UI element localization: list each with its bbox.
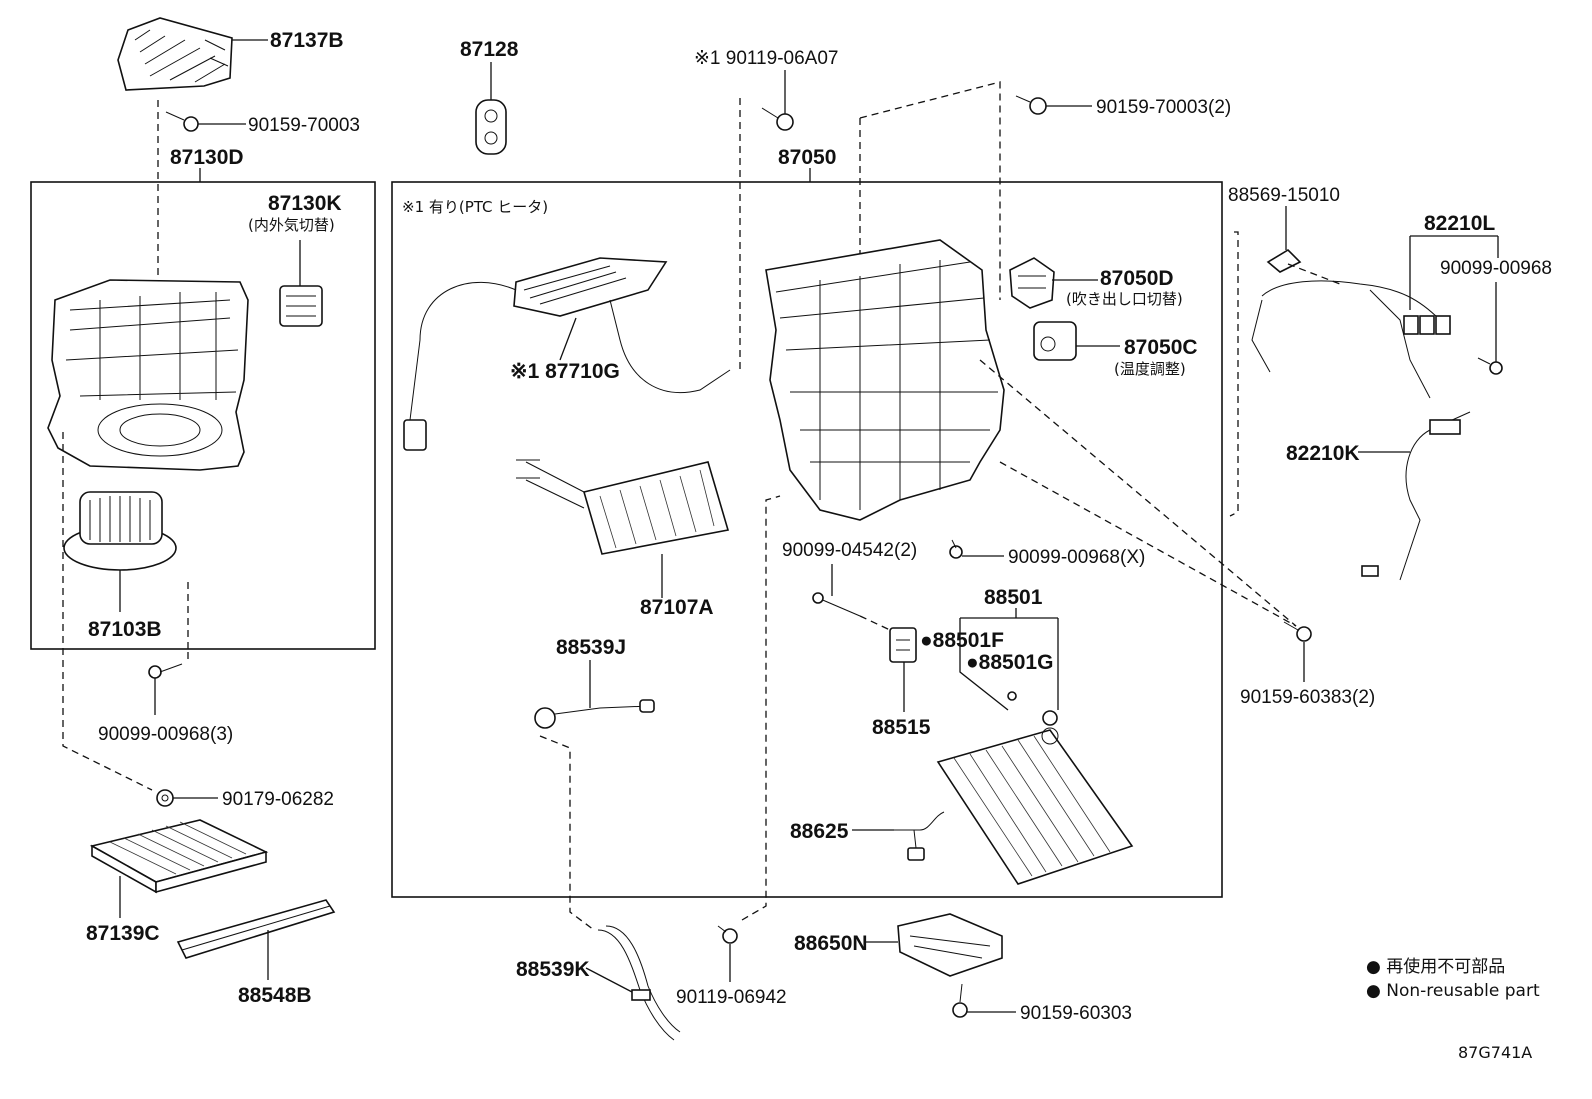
screw-90159-70003[interactable] bbox=[165, 111, 199, 132]
label-88650N: 88650N bbox=[794, 932, 868, 955]
label-87050C: 87050C bbox=[1124, 336, 1198, 359]
screw-90119-06A07[interactable] bbox=[761, 107, 794, 131]
part-87103B-blower-motor[interactable] bbox=[63, 491, 177, 571]
label-90099-00968: 90099-00968 bbox=[1440, 258, 1552, 279]
screw-90119-06942[interactable] bbox=[717, 925, 738, 944]
label-87107A: 87107A bbox=[640, 596, 714, 619]
label-87050D-sub: (吹き出し口切替) bbox=[1066, 290, 1183, 308]
part-88539J-tube[interactable] bbox=[534, 699, 655, 729]
part-87710G-ptc-heater[interactable] bbox=[403, 257, 731, 451]
label-88501: 88501 bbox=[984, 586, 1043, 609]
part-88501-evaporator[interactable] bbox=[936, 727, 1134, 885]
legend-non-reusable-en: ● Non-reusable part bbox=[1366, 981, 1540, 1001]
label-90119-06942: 90119-06942 bbox=[676, 987, 787, 1008]
label-90159-60303: 90159-60303 bbox=[1020, 1003, 1132, 1024]
label-90099-00968-3: 90099-00968(3) bbox=[98, 724, 233, 745]
screw-90099-00968[interactable] bbox=[1477, 357, 1503, 375]
part-87130K-damper[interactable] bbox=[279, 285, 323, 327]
screw-90159-60383[interactable] bbox=[1283, 621, 1312, 642]
label-87130K: 87130K bbox=[268, 192, 342, 215]
screw-90099-00968-X[interactable] bbox=[949, 539, 963, 559]
screw-90159-60303[interactable] bbox=[952, 983, 968, 1018]
heater-unit-frame bbox=[391, 181, 1223, 898]
part-88515-expansion-valve[interactable] bbox=[889, 627, 917, 663]
label-90159-60383-2: 90159-60383(2) bbox=[1240, 687, 1375, 708]
label-87137B: 87137B bbox=[270, 29, 344, 52]
blower-assembly-frame bbox=[30, 181, 376, 650]
label-90159-70003: 90159-70003 bbox=[248, 115, 360, 136]
label-87050: 87050 bbox=[778, 146, 836, 169]
oring-88501G[interactable] bbox=[1042, 710, 1058, 726]
part-87128-grommet[interactable] bbox=[475, 99, 507, 155]
label-90099-04542-2: 90099-04542(2) bbox=[782, 540, 917, 561]
bolt-90099-04542[interactable] bbox=[812, 592, 861, 617]
label-88515: 88515 bbox=[872, 716, 931, 739]
label-88539J: 88539J bbox=[556, 636, 626, 659]
part-87050-heater-unit[interactable] bbox=[765, 239, 1005, 521]
part-82210L-wire-harness[interactable] bbox=[1251, 280, 1451, 399]
part-82210K-wire-harness[interactable] bbox=[1361, 411, 1471, 581]
label-88548B: 88548B bbox=[238, 984, 312, 1007]
label-88569-15010: 88569-15010 bbox=[1228, 185, 1340, 206]
label-90159-70003-2: 90159-70003(2) bbox=[1096, 97, 1231, 118]
part-88569-15010-clip[interactable] bbox=[1266, 248, 1302, 273]
part-87107A-heater-core[interactable] bbox=[516, 459, 730, 555]
label-90119-06A07: ※1 90119-06A07 bbox=[694, 48, 838, 69]
figure-id: 87G741A bbox=[1458, 1043, 1532, 1062]
label-87130K-sub: (内外気切替) bbox=[248, 216, 335, 234]
label-90099-00968-X: 90099-00968(X) bbox=[1008, 547, 1145, 568]
label-note-ptc: ※1 有り(PTC ヒータ) bbox=[402, 198, 548, 216]
screw-90159-70003-2[interactable] bbox=[1015, 95, 1047, 115]
part-88539K-hose[interactable] bbox=[597, 925, 681, 1041]
part-87050C-temp-damper[interactable] bbox=[1033, 321, 1077, 361]
label-90179-06282: 90179-06282 bbox=[222, 789, 334, 810]
label-87130D: 87130D bbox=[170, 146, 244, 169]
part-88650N-amplifier[interactable] bbox=[897, 913, 1003, 977]
part-88548B-strip[interactable] bbox=[176, 899, 336, 959]
label-88625: 88625 bbox=[790, 820, 849, 843]
label-87050C-sub: (温度調整) bbox=[1114, 360, 1186, 378]
label-87139C: 87139C bbox=[86, 922, 160, 945]
label-82210L: 82210L bbox=[1424, 212, 1495, 235]
label-82210K: 82210K bbox=[1286, 442, 1360, 465]
oring-88501F[interactable] bbox=[1007, 691, 1017, 701]
nut-90179-06282[interactable] bbox=[156, 789, 174, 807]
label-87103B: 87103B bbox=[88, 618, 162, 641]
label-88501F: ●88501F bbox=[920, 629, 1004, 652]
part-87050D-mode-damper[interactable] bbox=[1009, 257, 1055, 309]
label-88501G: ●88501G bbox=[966, 651, 1053, 674]
label-87050D: 87050D bbox=[1100, 267, 1174, 290]
label-87128: 87128 bbox=[460, 38, 519, 61]
part-87130D-blower-case[interactable] bbox=[47, 279, 249, 471]
part-88625-sensor[interactable] bbox=[894, 811, 945, 861]
label-88539K: 88539K bbox=[516, 958, 590, 981]
part-87139C-air-filter[interactable] bbox=[89, 819, 269, 894]
label-87710G: ※1 87710G bbox=[510, 360, 620, 383]
legend-non-reusable-jp: ● 再使用不可部品 bbox=[1366, 956, 1505, 977]
part-87137B-cover[interactable] bbox=[117, 17, 233, 91]
screw-90099-00968-3[interactable] bbox=[148, 663, 183, 679]
